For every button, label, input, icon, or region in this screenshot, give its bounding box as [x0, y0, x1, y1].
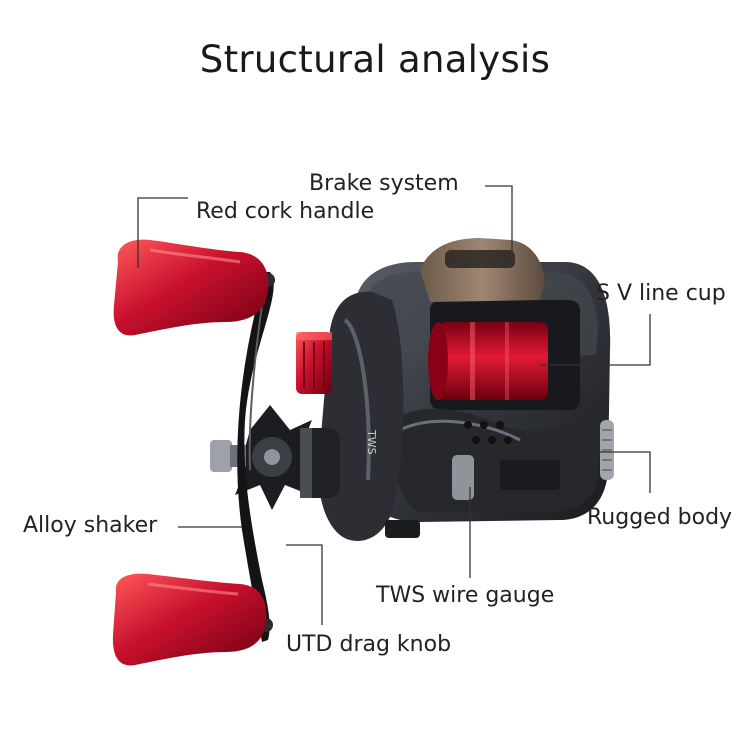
upper-handle-knob — [113, 239, 269, 336]
label-red-cork-handle: Red cork handle — [196, 199, 375, 224]
brake-cover — [420, 238, 545, 302]
spool — [428, 322, 548, 400]
label-tws-wire-gauge: TWS wire gauge — [376, 583, 555, 608]
side-plate-text: TWS — [365, 429, 378, 455]
right-side-dial — [600, 420, 614, 480]
red-drag-knob — [296, 332, 332, 394]
label-rugged-body: Rugged body — [587, 505, 733, 530]
drag-cylinder — [300, 428, 340, 498]
page-title: Structural analysis — [199, 38, 551, 81]
bottom-screw — [385, 520, 420, 538]
side-plate: TWS — [318, 291, 404, 541]
label-brake-system: Brake system — [309, 171, 459, 196]
label-sv-line-cup: S V line cup — [596, 281, 726, 306]
lower-handle-knob — [112, 573, 267, 666]
star-drag — [222, 405, 325, 510]
level-wind — [452, 421, 560, 500]
label-alloy-shaker: Alloy shaker — [23, 513, 158, 538]
label-utd-drag-knob: UTD drag knob — [286, 632, 452, 657]
